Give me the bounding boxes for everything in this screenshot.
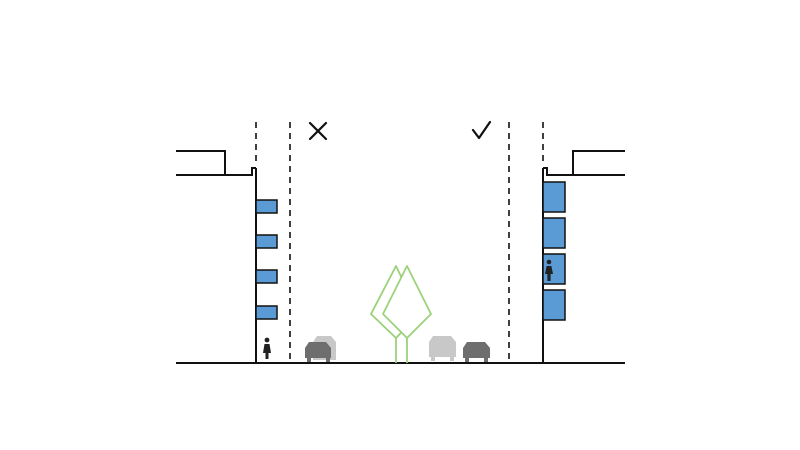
right-balcony-2 — [542, 217, 566, 249]
cross-icon — [308, 121, 328, 141]
check-icon — [471, 120, 492, 140]
car-icon — [429, 336, 456, 361]
left-balconies — [255, 199, 278, 320]
right-balconies — [542, 181, 566, 321]
person-icon — [263, 337, 271, 359]
right-balcony-1 — [542, 181, 566, 213]
car-icon — [305, 342, 331, 362]
left-neighbor-roof — [176, 150, 226, 175]
left-building-roof — [176, 167, 256, 176]
left-building — [176, 150, 257, 363]
left-balcony-1 — [255, 199, 278, 214]
left-balcony-2 — [255, 234, 278, 249]
right-neighbor-roof — [572, 150, 625, 175]
left-balcony-4 — [255, 305, 278, 320]
right-balcony-4 — [542, 289, 566, 321]
person-icon — [545, 259, 553, 281]
car-icon — [463, 342, 490, 362]
tree-icon — [382, 265, 432, 363]
setback-lines — [255, 122, 544, 363]
right-building-roof — [543, 167, 625, 176]
left-balcony-3 — [255, 269, 278, 284]
